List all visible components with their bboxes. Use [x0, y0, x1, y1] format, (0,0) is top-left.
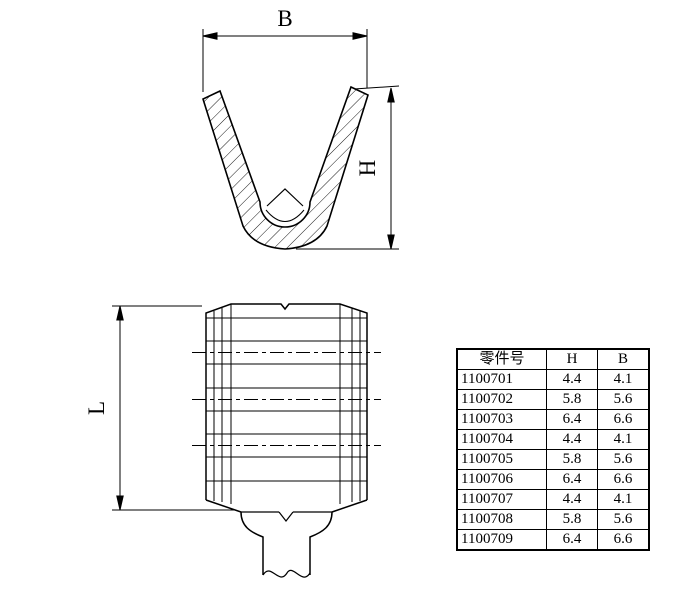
part-number-cell: 1100702: [456, 389, 547, 410]
dimension-h: H: [296, 85, 400, 250]
b-value-cell: 4.1: [597, 369, 650, 390]
dim-l-label: L: [84, 401, 109, 415]
table-row: 1100704 4.4 4.1: [456, 429, 650, 450]
col-header-h: H: [546, 348, 598, 370]
b-value-cell: 6.6: [597, 409, 650, 430]
table-row: 1100702 5.8 5.6: [456, 389, 650, 410]
b-value-cell: 4.1: [597, 489, 650, 510]
h-value-cell: 6.4: [546, 469, 598, 490]
arrowhead: [202, 32, 218, 40]
extension-line: [353, 85, 400, 90]
b-value-cell: 5.6: [597, 449, 650, 470]
wire-groove-chevron: [266, 188, 304, 207]
dim-h-label: H: [355, 160, 380, 177]
table-row: 1100705 5.8 5.6: [456, 449, 650, 470]
arrowhead: [116, 305, 124, 321]
part-number-cell: 1100703: [456, 409, 547, 430]
tail-right-edge: [309, 511, 333, 575]
wire-groove-arc: [265, 209, 305, 222]
arrowhead: [387, 234, 395, 250]
center-lines: [192, 352, 381, 446]
h-value-cell: 6.4: [546, 409, 598, 430]
table-header-row: 零件号 H B: [456, 348, 650, 370]
v-section-body: [202, 85, 369, 250]
table-row: 1100703 6.4 6.6: [456, 409, 650, 430]
part-number-cell: 1100707: [456, 489, 547, 510]
h-value-cell: 5.8: [546, 509, 598, 530]
parts-table: 零件号 H B 1100701 4.4 4.1 1100702 5.8 5.6 …: [456, 348, 650, 551]
tail-notch: [278, 511, 294, 522]
dimension-l: L: [84, 305, 236, 511]
dimension-b: B: [202, 6, 368, 92]
side-view: [192, 303, 381, 578]
parts-table-container: 零件号 H B 1100701 4.4 4.1 1100702 5.8 5.6 …: [456, 348, 650, 551]
b-value-cell: 4.1: [597, 429, 650, 450]
v-section-view: [202, 85, 369, 250]
table-row: 1100707 4.4 4.1: [456, 489, 650, 510]
b-value-cell: 6.6: [597, 529, 650, 551]
part-number-cell: 1100709: [456, 529, 547, 551]
tail-left-edge: [240, 511, 264, 575]
h-value-cell: 5.8: [546, 389, 598, 410]
part-number-cell: 1100705: [456, 449, 547, 470]
h-value-cell: 4.4: [546, 429, 598, 450]
h-value-cell: 6.4: [546, 529, 598, 551]
bottom-chamfer: [331, 499, 368, 513]
dim-b-label: B: [277, 6, 292, 31]
part-number-cell: 1100708: [456, 509, 547, 530]
wire-break-line: [262, 570, 311, 578]
part-number-cell: 1100701: [456, 369, 547, 390]
col-header-part-number: 零件号: [456, 348, 547, 370]
h-value-cell: 5.8: [546, 449, 598, 470]
h-value-cell: 4.4: [546, 369, 598, 390]
b-value-cell: 5.6: [597, 509, 650, 530]
arrowhead: [352, 32, 368, 40]
arrowhead: [116, 495, 124, 511]
part-number-cell: 1100704: [456, 429, 547, 450]
b-value-cell: 5.6: [597, 389, 650, 410]
table-row: 1100708 5.8 5.6: [456, 509, 650, 530]
arrowhead: [387, 87, 395, 103]
table-row: 1100701 4.4 4.1: [456, 369, 650, 390]
table-row: 1100706 6.4 6.6: [456, 469, 650, 490]
side-view-outline: [205, 303, 368, 500]
serration-lines: [206, 317, 367, 482]
col-header-b: B: [597, 348, 650, 370]
h-value-cell: 4.4: [546, 489, 598, 510]
table-row: 1100709 6.4 6.6: [456, 529, 650, 551]
b-value-cell: 6.6: [597, 469, 650, 490]
part-number-cell: 1100706: [456, 469, 547, 490]
